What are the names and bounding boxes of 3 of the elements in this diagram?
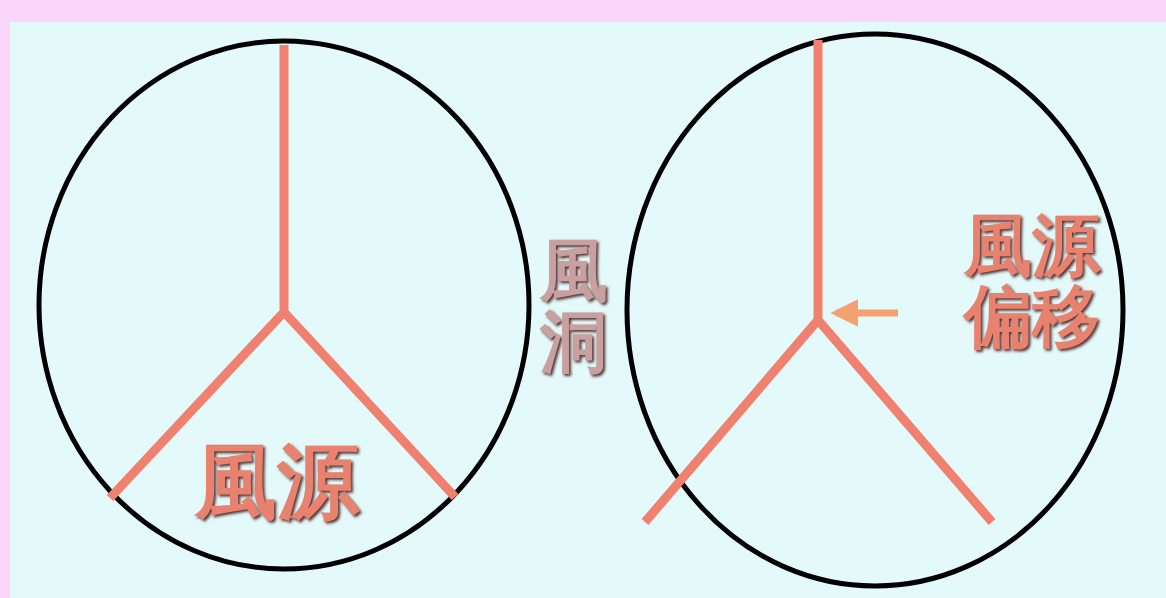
source-offset-label: 風源偏移 [964, 210, 1102, 353]
wind-tunnel-label: 風洞 [540, 235, 609, 378]
wind-source-label: 風源 [195, 438, 359, 525]
